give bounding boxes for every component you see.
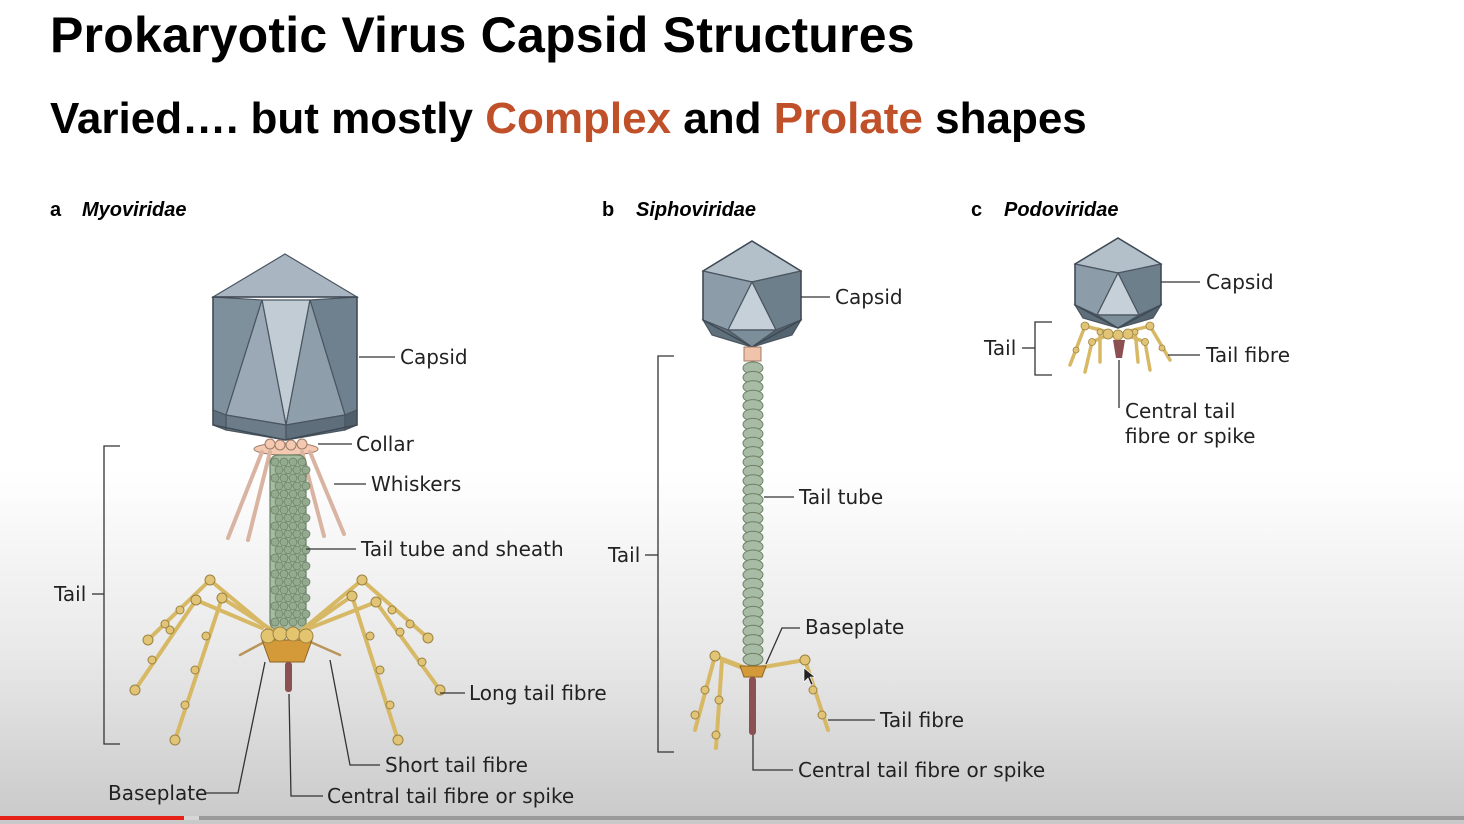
label-b-capsid: Capsid [835,285,903,309]
podoviridae-fibre-joints [1072,321,1166,354]
panel-c-leaders [1022,281,1200,408]
label-c-capsid: Capsid [1206,270,1274,294]
siphoviridae-baseplate [739,665,767,678]
video-progress-played [0,816,185,820]
panel-c-name: Podoviridae [1004,199,1118,221]
subtitle-suffix: shapes [922,94,1087,143]
label-b-tail-tube: Tail tube [798,485,883,509]
siphoviridae-fibre-joints [690,650,827,740]
panel-b-leaders [645,296,875,771]
label-a-tail: Tail [53,582,86,606]
label-a-tail-tube-sheath: Tail tube and sheath [360,537,564,561]
panel-a: a Myoviridae [50,199,607,808]
label-c-tail-fibre: Tail fibre [1205,343,1290,367]
label-b-tail: Tail [607,543,640,567]
subtitle-complex: Complex [485,94,672,143]
siphoviridae-tail-tube [742,361,764,666]
siphoviridae-central-spike [749,677,756,735]
mouse-cursor-icon [803,667,816,686]
slide-subtitle: Varied…. but mostly Complex and Prolate … [50,94,1087,144]
label-a-collar: Collar [356,432,415,456]
panel-c-letter: c [971,199,982,221]
myoviridae-central-spike [285,662,292,692]
subtitle-prolate: Prolate [773,94,923,143]
label-b-tail-fibre: Tail fibre [879,708,964,732]
panel-b-name: Siphoviridae [636,199,756,221]
siphoviridae-collar [743,346,762,362]
label-a-baseplate: Baseplate [108,781,207,805]
siphoviridae-capsid [701,240,803,348]
myoviridae-tail-sheath [269,454,311,631]
label-c-central-line1: Central tail [1125,399,1235,423]
panel-c: c Podoviridae [971,199,1290,448]
panel-a-name: Myoviridae [82,199,186,221]
label-a-short-tail-fibre: Short tail fibre [385,753,528,777]
label-a-whiskers: Whiskers [371,472,461,496]
label-c-tail: Tail [983,336,1016,360]
panel-b: b Siphoviridae [602,199,1045,782]
podoviridae-central-spike [1113,340,1125,358]
subtitle-middle: and [671,94,774,143]
myoviridae-capsid [210,253,360,441]
label-a-central-spike: Central tail fibre or spike [327,784,574,808]
podoviridae-capsid [1073,237,1163,329]
panel-a-leaders [92,356,465,797]
panel-a-letter: a [50,199,62,221]
label-a-capsid: Capsid [400,345,468,369]
label-b-baseplate: Baseplate [805,615,904,639]
label-a-long-tail-fibre: Long tail fibre [469,681,607,705]
myoviridae-baseplate [260,626,314,663]
panel-b-letter: b [602,199,614,221]
label-b-central-spike: Central tail fibre or spike [798,758,1045,782]
slide-title: Prokaryotic Virus Capsid Structures [50,7,915,63]
video-progress-bar[interactable] [0,816,1464,820]
subtitle-prefix: Varied…. but mostly [50,94,486,143]
label-c-central-line2: fibre or spike [1125,424,1255,448]
